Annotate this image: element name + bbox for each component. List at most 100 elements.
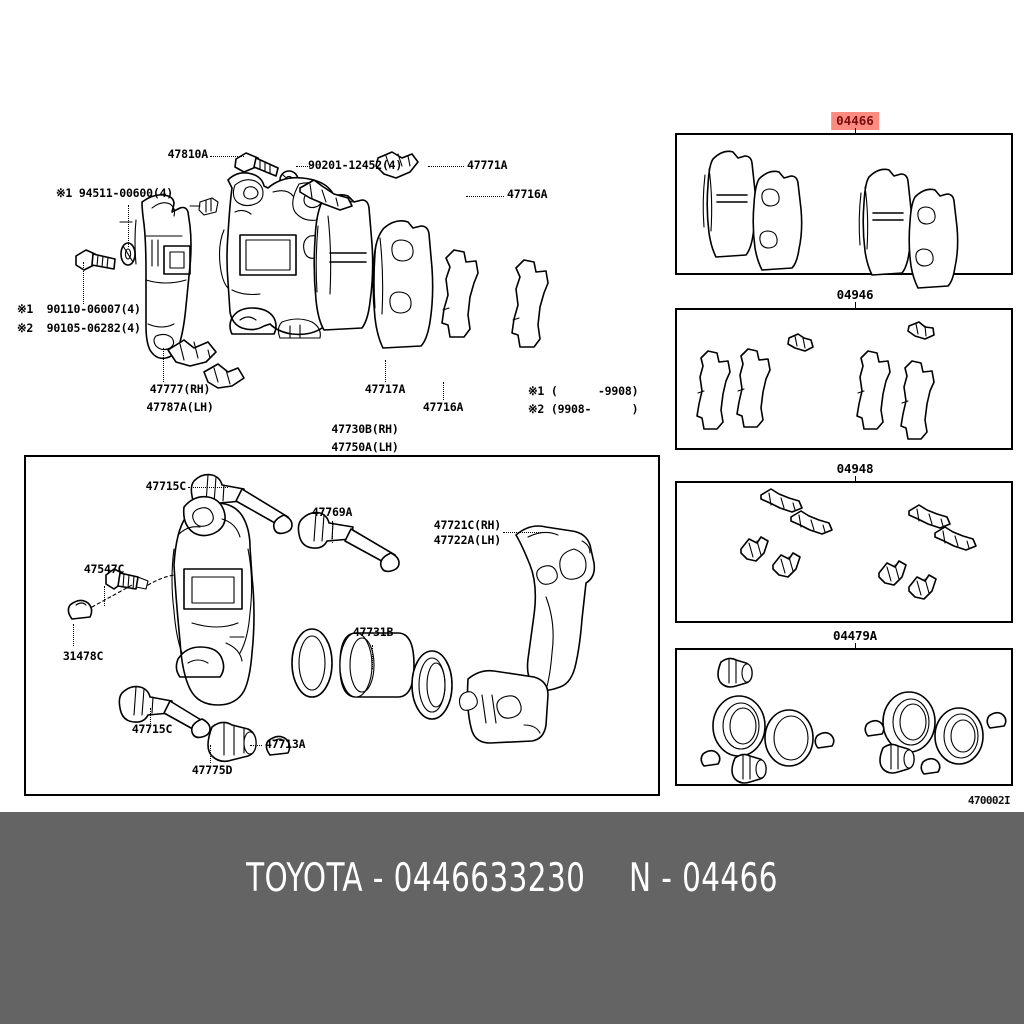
caliper-panel-title-line2: 47750A(LH) <box>331 440 399 454</box>
kit-04466-artwork <box>702 150 959 289</box>
callout-94511-00600: ※1 94511-00600(4) <box>56 186 174 200</box>
main-assembly-artwork <box>75 151 549 389</box>
callout-47717A: 47717A <box>364 382 406 396</box>
part-47715C-slide-pin-bottom <box>118 685 211 739</box>
leader-47713A <box>250 745 262 746</box>
part-shim-left <box>441 249 479 338</box>
footer-group-prefix: N <box>628 856 652 901</box>
diagram-reference-code: 470002I <box>967 794 1011 807</box>
note-date-range-2: ※2 (9908- ) <box>528 402 639 416</box>
leader-47769A <box>332 521 333 543</box>
leader-47715C-bottom <box>150 708 151 726</box>
callout-47775D: 47775D <box>191 763 233 777</box>
callout-31478C: 31478C <box>62 649 104 663</box>
kit-tick-04948 <box>855 476 856 485</box>
kit-label-04946[interactable]: 04946 <box>836 287 874 302</box>
leader-90110 <box>83 262 84 304</box>
part-brake-pad-outer <box>372 220 434 349</box>
part-47771A-clip <box>375 151 419 179</box>
part-shim-right <box>511 259 549 348</box>
part-47713A-seal <box>265 735 291 756</box>
part-47717A-clip <box>167 339 217 367</box>
part-94511-washer <box>120 242 136 266</box>
leader-47721C <box>503 532 549 533</box>
footer-brand: TOYOTA <box>246 856 364 901</box>
kit-label-04466[interactable]: 04466 <box>831 112 879 130</box>
part-47721C-mounting-bracket <box>458 525 596 744</box>
part-brake-pad-inner <box>313 194 374 331</box>
leader-47715C-top <box>188 487 228 488</box>
kit-panel-04946[interactable] <box>675 308 1013 450</box>
kit-04946-artwork <box>696 321 935 440</box>
leader-31478C <box>73 624 74 646</box>
kit-label-04466-wrap: 04466 <box>831 110 879 130</box>
footer-part-label: TOYOTA - 0446633230 N - 04466 <box>82 856 942 901</box>
seal-group-right <box>864 691 1007 775</box>
leader-47777 <box>163 348 164 382</box>
part-47769A-slide-pin <box>297 511 400 573</box>
callout-47769A: 47769A <box>311 505 353 519</box>
callout-47547C: 47547C <box>83 562 125 576</box>
part-31478C-bleeder-cap <box>67 599 93 620</box>
part-47716A-clip-upper <box>299 179 353 211</box>
pad-pair-left <box>702 150 803 271</box>
footer-group-number: 04466 <box>682 856 778 901</box>
leader-47717A <box>385 360 386 382</box>
clip-group-left <box>740 488 833 578</box>
part-47775D-dust-boot <box>207 721 257 763</box>
leader-47716A-upper <box>466 196 504 197</box>
kit-tick-04946 <box>855 302 856 311</box>
callout-47722A-LH: 47722A(LH) <box>433 533 501 547</box>
pad-pair-right <box>858 168 959 289</box>
callout-47715C-bottom: 47715C <box>131 722 173 736</box>
footer-bar: TOYOTA - 0446633230 N - 04466 <box>0 812 1024 1024</box>
caliper-assembly-artwork <box>67 473 596 763</box>
leader-47716A-lower <box>443 382 444 400</box>
leader-47771A <box>428 166 464 167</box>
kit-tick-04479A <box>855 643 856 652</box>
seal-group-left <box>700 657 835 784</box>
kit-label-04479A[interactable]: 04479A <box>833 628 877 643</box>
part-47810A-bolt <box>234 152 279 177</box>
part-47777-dust-cover <box>119 194 192 360</box>
callout-90105-06282: ※2 90105-06282(4) <box>17 321 141 335</box>
kit-panel-04466[interactable] <box>675 133 1013 289</box>
shim-group-left <box>696 333 814 430</box>
callout-90201-12452: 90201-12452(4) <box>308 158 403 172</box>
part-47716A-clip-lower <box>203 363 245 389</box>
kit-label-04948[interactable]: 04948 <box>836 461 874 476</box>
kit-panel-04479A[interactable] <box>675 648 1013 786</box>
callout-47731B: 47731B <box>352 625 394 639</box>
part-47730-caliper-body <box>218 172 342 339</box>
leader-47547C <box>104 586 105 606</box>
callout-47777-RH: 47777(RH) <box>149 382 211 396</box>
part-47731B-piston <box>291 628 453 720</box>
kit-panel-04948[interactable] <box>675 481 1013 623</box>
clip-group-right <box>878 504 977 600</box>
caliper-assembly-panel[interactable] <box>24 455 660 796</box>
caliper-panel-title-line1: 47730B(RH) <box>331 422 399 436</box>
callout-47810A: 47810A <box>167 147 209 161</box>
callout-47721C-RH: 47721C(RH) <box>433 518 501 532</box>
footer-part-number: 0446633230 <box>393 856 586 901</box>
callout-47787A-LH: 47787A(LH) <box>146 400 214 414</box>
kit-04479A-artwork <box>700 657 1007 784</box>
callout-90110-06007: ※1 90110-06007(4) <box>17 302 141 316</box>
dust-boot-top-left <box>717 657 753 688</box>
footer-group-separator: - <box>661 856 673 901</box>
part-bleeder-nipple <box>189 197 219 216</box>
leader-47810A <box>210 156 244 157</box>
callout-47716A-upper: 47716A <box>507 187 548 201</box>
kit-tick-04466 <box>855 128 856 137</box>
part-90110-bolt <box>75 249 116 271</box>
part-caliper-body-main <box>171 495 255 706</box>
footer-separator: - <box>372 856 384 901</box>
kit-04948-artwork <box>740 488 977 600</box>
leader-90201 <box>296 166 310 167</box>
dust-boot-bottom-left <box>731 753 767 784</box>
leader-47731B <box>372 645 373 669</box>
note-date-range-1: ※1 ( -9908) <box>528 384 639 398</box>
callout-47716A-lower: 47716A <box>422 400 464 414</box>
part-47547C-bleeder-screw <box>105 568 149 590</box>
